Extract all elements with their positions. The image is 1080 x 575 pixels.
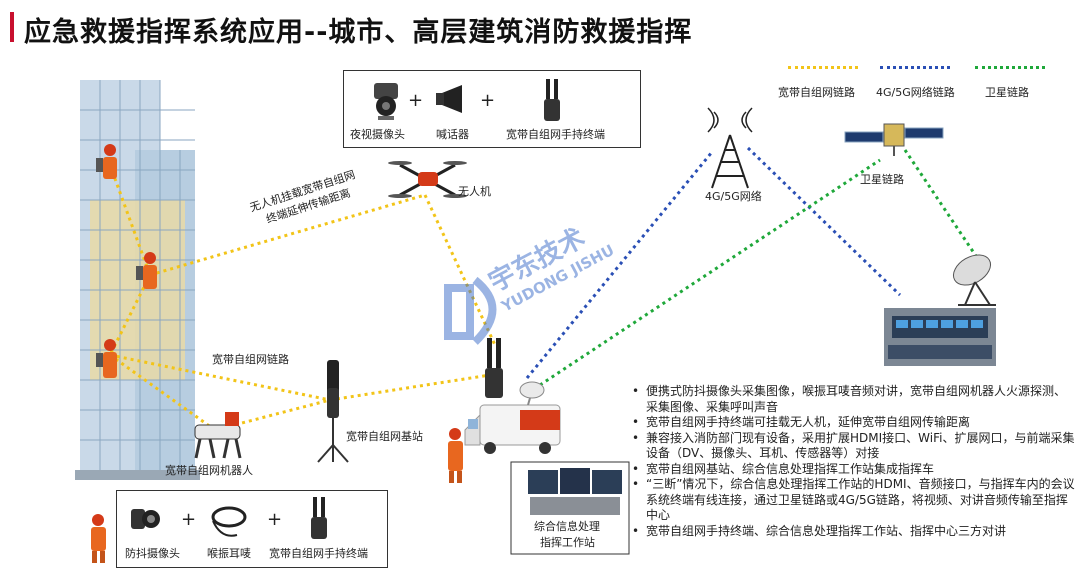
adhoc-link-ff1-ff2 <box>108 164 152 276</box>
title-accent-bar <box>10 12 14 42</box>
drone-icon <box>388 161 467 198</box>
bottom-box-label-3: 宽带自组网手持终端 <box>269 547 368 560</box>
adhoc-link-base-vehicle <box>329 373 491 402</box>
megaphone-icon <box>436 85 462 113</box>
satellite-icon <box>844 123 944 156</box>
label-tower: 4G/5G网络 <box>705 189 762 203</box>
firefighter-1 <box>96 144 117 179</box>
plus-sign: + <box>181 509 196 530</box>
stabilized-camera-icon <box>131 509 160 529</box>
label-workstation-2: 指挥工作站 <box>540 535 595 549</box>
satellite-links <box>539 149 982 387</box>
handheld-terminal-icon <box>544 79 560 121</box>
adhoc-link-ff3-robot <box>109 353 216 432</box>
handheld-terminal-icon <box>311 497 327 539</box>
legend-line-satellite <box>975 66 1045 69</box>
feature-bullet: 便携式防抖摄像头采集图像，喉振耳唛音频对讲，宽带自组网机器人火源探测、采集图像、… <box>628 384 1076 415</box>
label-robot: 宽带自组网机器人 <box>165 463 253 477</box>
top-box-label-3: 宽带自组网手持终端 <box>506 128 605 141</box>
firefighter-2 <box>136 252 157 289</box>
cellular-link-tower-center <box>746 146 902 297</box>
satellite-link-vehicle-sat <box>539 158 881 387</box>
firefighter-3 <box>96 339 117 378</box>
label-workstation-1: 综合信息处理 <box>534 519 600 533</box>
robot-dog-icon <box>194 412 242 459</box>
feature-bullet: 宽带自组网基站、综合信息处理指挥工作站集成指挥车 <box>628 462 1076 478</box>
watermark-logo: 宇东技术 YUDONG JISHU <box>444 222 617 345</box>
workstation-icon <box>510 461 630 555</box>
label-adhoc-link: 宽带自组网链路 <box>212 352 289 366</box>
legend-line-adhoc <box>788 66 858 69</box>
feature-bullet: 宽带自组网手持终端可挂载无人机，延伸宽带自组网传输距离 <box>628 415 1076 431</box>
top-box-label-1: 夜视摄像头 <box>350 128 405 141</box>
plus-sign: + <box>408 90 423 111</box>
command-vehicle-icon <box>464 381 561 454</box>
adhoc-link-drone-vehicle <box>423 194 497 346</box>
adhoc-link-robot-base <box>214 398 331 432</box>
label-base-station: 宽带自组网基站 <box>346 429 423 443</box>
top-equipment-box: + + 夜视摄像头 喊话器 宽带自组网手持终端 <box>343 70 641 148</box>
command-center-icon <box>884 308 996 366</box>
legend-label-satellite: 卫星链路 <box>985 86 1029 99</box>
bottom-box-label-1: 防抖摄像头 <box>125 547 180 560</box>
feature-bullet: 宽带自组网手持终端、综合信息处理指挥工作站、指挥中心三方对讲 <box>628 524 1076 540</box>
cellular-links <box>525 146 902 379</box>
firefighter-5 <box>91 514 106 563</box>
legend-label-adhoc: 宽带自组网链路 <box>778 86 855 99</box>
legend-label-4g5g: 4G/5G网络链路 <box>876 86 955 99</box>
bottom-box-label-2: 喉振耳唛 <box>207 547 251 560</box>
high-rise-building <box>75 80 200 480</box>
feature-bullet: “三断”情况下，综合信息处理指挥工作站的HDMI、音频接口，与指挥车内的会议系统… <box>628 477 1076 524</box>
adhoc-links <box>108 164 497 432</box>
plus-sign: + <box>267 509 282 530</box>
feature-bullet-list: 便携式防抖摄像头采集图像，喉振耳唛音频对讲，宽带自组网机器人火源探测、采集图像、… <box>628 384 1076 539</box>
feature-bullet: 兼容接入消防部门现有设备，采用扩展HDMI接口、WiFi、扩展网口，与前端采集设… <box>628 431 1076 462</box>
plus-sign: + <box>480 90 495 111</box>
bottom-box-icons: + + <box>131 497 327 539</box>
bottom-equipment-box: + + 防抖摄像头 喉振耳唛 宽带自组网手持终端 <box>116 490 388 568</box>
page-title: 应急救援指挥系统应用--城市、高层建筑消防救援指挥 <box>24 17 693 48</box>
label-satellite: 卫星链路 <box>860 172 904 186</box>
throat-earpiece-icon <box>211 506 247 537</box>
adhoc-link-ff3-base <box>109 353 331 402</box>
adhoc-link-ff2-drone <box>149 193 426 277</box>
night-camera-icon <box>374 83 398 120</box>
legend-line-4g5g <box>880 66 950 69</box>
cell-tower-icon <box>707 107 753 189</box>
base-station-icon <box>317 360 349 463</box>
satellite-link-sat-dish <box>903 149 982 263</box>
top-box-label-2: 喊话器 <box>436 128 469 141</box>
adhoc-link-ff2-ff3 <box>108 274 152 356</box>
firefighter-4 <box>448 428 463 483</box>
satellite-dish-icon <box>953 254 996 306</box>
vehicle-terminal-icon <box>485 338 503 398</box>
top-box-icons: + + <box>374 79 560 121</box>
label-drone: 无人机 <box>458 184 491 198</box>
